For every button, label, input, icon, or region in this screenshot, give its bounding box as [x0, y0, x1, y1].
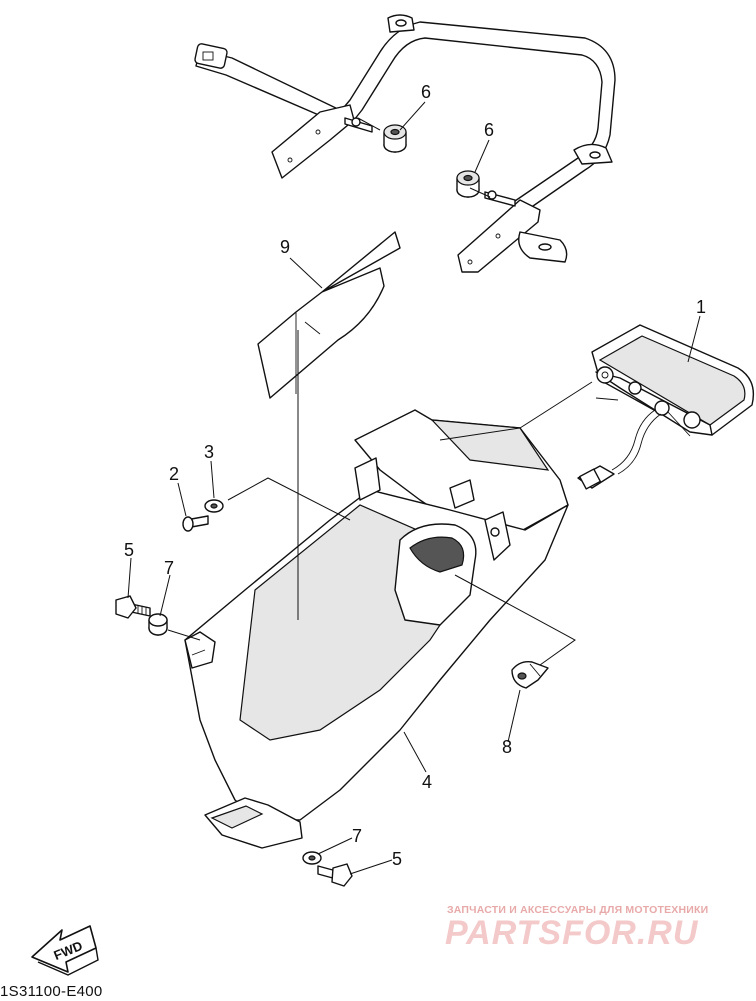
callout-1: 1: [696, 297, 706, 317]
callout-leaders: [127, 101, 701, 875]
callout-8: 8: [502, 737, 512, 757]
callout-7a: 7: [164, 558, 174, 578]
rear-fender: [184, 409, 569, 849]
collar-7-lower: [302, 851, 322, 865]
callout-2: 2: [169, 464, 179, 484]
callout-7b: 7: [352, 826, 362, 846]
fwd-arrow-icon: FWD: [31, 925, 99, 976]
diagram-code: 1S31100-E400: [0, 983, 103, 1000]
grab-bar-frame: [194, 14, 616, 273]
callout-4: 4: [422, 772, 432, 792]
callout-5a: 5: [124, 540, 134, 560]
bolt-5-lower: [317, 863, 353, 887]
tail-light-assembly: [577, 324, 755, 490]
callout-6a: 6: [421, 82, 431, 102]
washer-3: [204, 499, 224, 513]
callout-6b: 6: [484, 120, 494, 140]
watermark-logo: PARTSFOR.RU: [445, 914, 699, 952]
watermark-tagline: ЗАПЧАСТИ И АКСЕССУАРЫ ДЛЯ МОТОТЕХНИКИ: [447, 904, 709, 916]
grommet-left: [383, 124, 407, 153]
callout-3: 3: [204, 442, 214, 462]
callout-9: 9: [280, 237, 290, 257]
bolt-5-upper: [115, 595, 151, 619]
callout-5b: 5: [392, 849, 402, 869]
grommet-right: [456, 170, 480, 198]
plate-bracket-9: [257, 231, 401, 399]
assembly-guide-lines: [167, 117, 593, 666]
collar-7-upper: [148, 613, 168, 636]
screw-2: [182, 515, 209, 532]
clamp-8: [511, 660, 549, 689]
